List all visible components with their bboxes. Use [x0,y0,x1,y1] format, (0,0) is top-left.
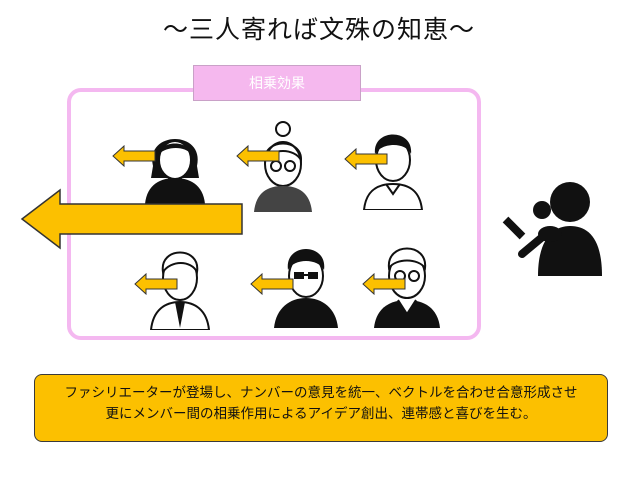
message-box: ファシリエーターが登場し、ナンバーの意見を統一、ベクトルを合わせ合意形成させ 更… [34,374,608,442]
man-short-hair-icon [358,122,428,210]
left-arrow-icon [250,273,294,295]
man-sunglasses-icon [270,236,342,328]
message-line-2: 更にメンバー間の相乗作用によるアイデア創出、連帯感と喜びを生む。 [105,406,537,422]
left-arrow-icon [134,273,178,295]
facilitator-microphone-icon [502,182,602,276]
synergy-label: 相乗効果 [193,65,361,101]
left-arrow-icon [344,148,388,170]
left-arrow-icon [362,273,406,295]
slide-title: ～三人寄れば文殊の知恵～ [162,15,475,44]
big-left-arrow-icon [20,188,243,250]
left-arrow-icon [236,145,280,167]
left-arrow-icon [112,145,156,167]
message-line-1: ファシリエーターが登場し、ナンバーの意見を統一、ベクトルを合わせ合意形成させ [64,385,578,401]
woman-bob-hair-icon [135,120,215,204]
